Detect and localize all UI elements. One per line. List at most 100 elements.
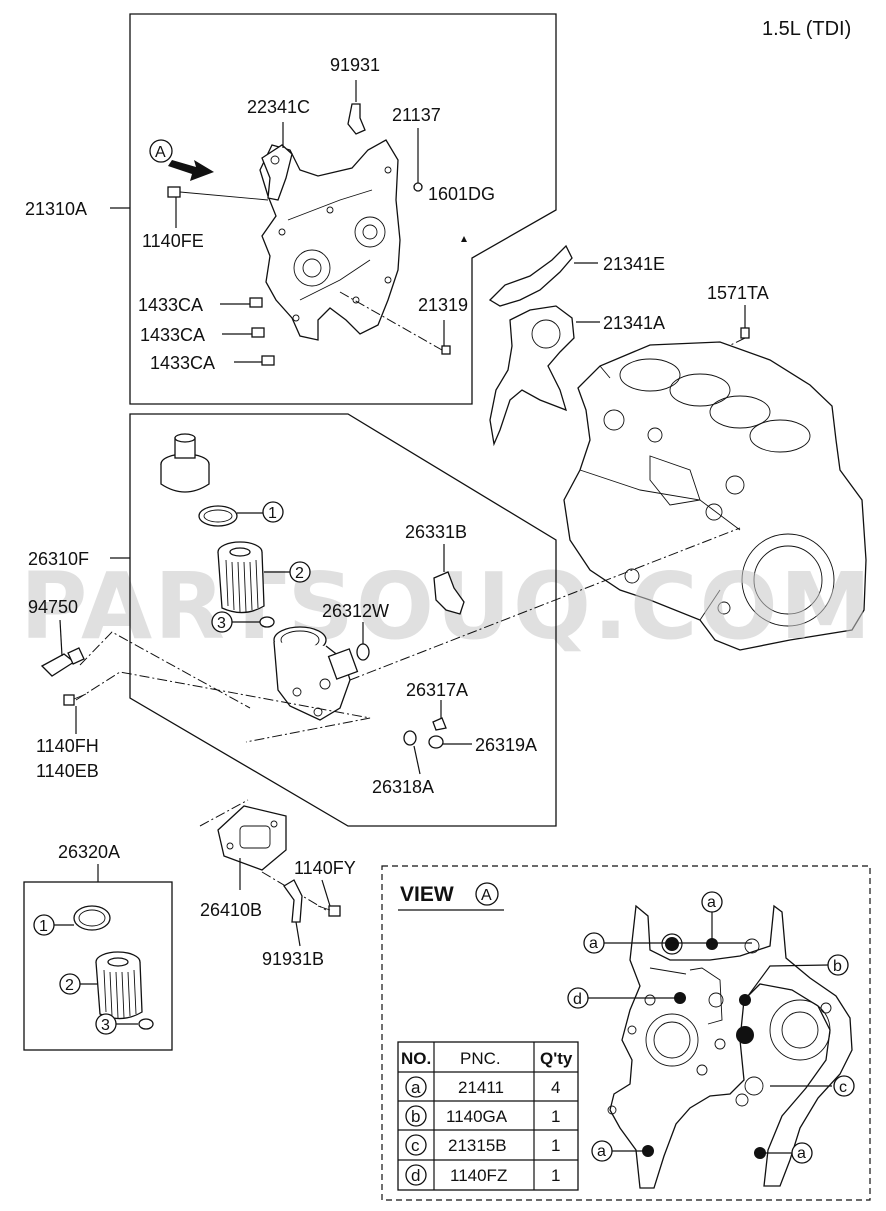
kit-callout-2-text: 2 (65, 977, 74, 994)
view-callout-a-top-text: a (707, 894, 716, 911)
view-callout-a-left (583, 932, 605, 954)
view-a-callout-icon (149, 139, 173, 163)
kit-filter-element-2 (95, 951, 143, 1020)
pin-21319-icon (441, 345, 451, 355)
label-21319: 21319 (418, 295, 468, 315)
dowel-21137-icon (413, 182, 423, 192)
view-callout-a-bottom-left-text: a (597, 1143, 606, 1160)
label-22341C: 22341C (247, 97, 310, 117)
callout-3-text: 3 (217, 615, 226, 632)
label-91931: 91931 (330, 55, 380, 75)
bracket-22341C (261, 144, 293, 201)
table-row-1-pnc: 21411 (458, 1078, 504, 1097)
bolt-1571TA-icon (740, 327, 750, 339)
dowel-1433CA-1 (249, 297, 263, 308)
table-row-2-no: b (411, 1107, 420, 1126)
label-1140FE: 1140FE (142, 231, 204, 251)
label-1571TA: 1571TA (707, 283, 769, 303)
table-row-4-pnc: 1140FZ (450, 1166, 507, 1185)
table-row-2-pnc: 1140GA (446, 1107, 508, 1126)
label-26312W: 26312W (322, 601, 389, 621)
label-1433CA-3: 1433CA (150, 353, 215, 373)
table-row-3-no: c (411, 1136, 420, 1155)
table-row-3-pnc: 21315B (448, 1136, 507, 1155)
view-callout-d-text: d (573, 991, 582, 1008)
label-1140EB: 1140EB (36, 761, 99, 781)
table-header-qty: Q'ty (540, 1049, 573, 1068)
table-row-2-qty: 1 (551, 1107, 560, 1126)
engine-block-part (563, 341, 867, 651)
dowel-1433CA-2 (251, 327, 265, 338)
filter-element-2 (217, 541, 265, 614)
o-ring-26312W (356, 643, 370, 661)
filter-kit-26320A-frame (23, 881, 173, 1051)
label-21137: 21137 (392, 105, 441, 125)
view-callout-a-bottom-left (591, 1140, 613, 1162)
filter-cap-part (160, 433, 210, 493)
label-21341A: 21341A (603, 313, 665, 333)
seal-26319A (428, 735, 444, 749)
view-callout-d (567, 987, 589, 1009)
label-21341E: 21341E (603, 254, 665, 274)
view-a-cover-outline (607, 904, 853, 1189)
view-callout-a-bottom-right-text: a (797, 1145, 806, 1162)
view-direction-arrow-icon (168, 160, 214, 181)
gasket-21341A (489, 305, 575, 447)
label-26319A: 26319A (475, 735, 537, 755)
label-26410B: 26410B (200, 900, 262, 920)
o-ring-3 (259, 616, 275, 628)
label-1140FY: 1140FY (294, 858, 356, 878)
view-a-callout-letter: A (155, 144, 166, 161)
label-94750: 94750 (28, 597, 78, 617)
label-1433CA-2: 1433CA (140, 325, 205, 345)
dowel-a-top-marker (665, 937, 679, 951)
view-a-title: VIEW (400, 883, 454, 906)
label-26320A: 26320A (58, 842, 120, 862)
view-a-title-letter: A (481, 887, 492, 904)
label-1601DG: 1601DG (428, 184, 495, 204)
table-row-1-no: a (411, 1078, 421, 1097)
table-row-1-qty: 4 (551, 1078, 560, 1097)
sealant-1601DG-icon (461, 236, 467, 242)
view-callout-b-text: b (833, 958, 842, 975)
timing-cover-group-frame (129, 13, 557, 405)
view-callout-a-top (701, 891, 723, 913)
view-callout-c (833, 1075, 855, 1097)
clip-91931 (347, 103, 366, 135)
view-a-title-circle-icon (475, 882, 499, 906)
callout-2-icon (289, 561, 311, 583)
kit-callout-3-text: 3 (101, 1017, 110, 1034)
gasket-21341E (488, 244, 573, 307)
table-header-pnc: PNC. (460, 1049, 501, 1068)
table-row-4-no: d (411, 1166, 420, 1185)
view-callout-a-bottom-right (791, 1142, 813, 1164)
table-row-3-qty: 1 (551, 1136, 560, 1155)
callout-1-icon (262, 501, 284, 523)
table-row-4-qty: 1 (551, 1166, 560, 1185)
kit-callout-1-text: 1 (39, 918, 48, 935)
engine-label: 1.5L (TDI) (762, 18, 851, 40)
bracket-91931B (283, 879, 303, 923)
label-26310F: 26310F (28, 549, 89, 569)
timing-cover-part (259, 139, 401, 341)
oil-filter-group-frame (129, 413, 557, 827)
label-1433CA-1: 1433CA (138, 295, 203, 315)
seal-26317A (432, 717, 447, 731)
bolt-1140FY-icon (317, 905, 341, 917)
label-1140FH: 1140FH (36, 736, 99, 756)
view-callout-a-left-text: a (589, 935, 598, 952)
oil-cooler-26410B (217, 805, 287, 871)
callout-1-text: 1 (268, 505, 277, 522)
dowel-1433CA-3 (261, 355, 275, 366)
oil-pressure-sensor-94750 (40, 647, 85, 677)
parts-table: NO. PNC. Q'ty a 21411 4 b 1140GA 1 c 213… (397, 1041, 579, 1191)
o-ring-1 (198, 505, 238, 527)
label-26318A: 26318A (372, 777, 434, 797)
table-header-no: NO. (401, 1049, 431, 1068)
view-a-frame (381, 865, 871, 1201)
seal-26318A (403, 730, 417, 746)
label-26317A: 26317A (406, 680, 468, 700)
bolt-marker-large (736, 1026, 754, 1044)
view-callout-b (827, 954, 849, 976)
